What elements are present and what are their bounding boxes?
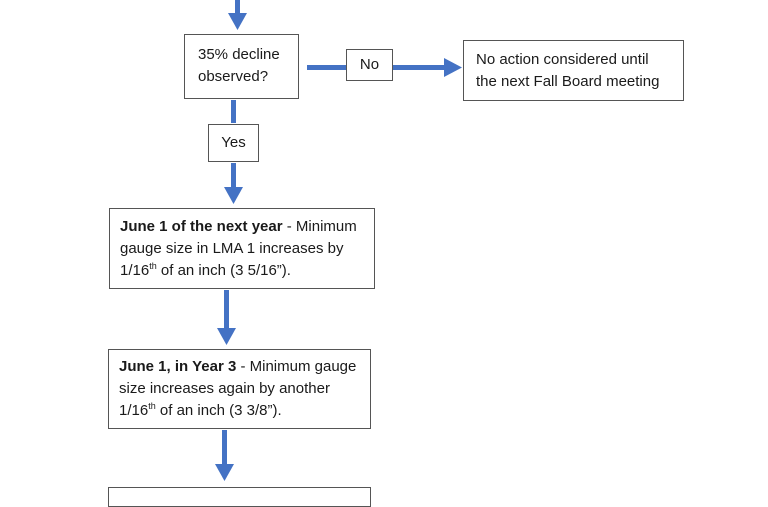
step1-line-3: 1/16th of an inch (3 5/16”). [120, 260, 374, 282]
step1-box: June 1 of the next year - Minimum gauge … [109, 208, 375, 289]
step1-amount: of an inch (3 5/16”). [156, 262, 291, 279]
arrowhead-step2 [217, 328, 236, 345]
step2-date: June 1, in Year 3 [119, 358, 237, 375]
arrow-no-to-outcome [393, 65, 445, 70]
arrowhead-next [215, 464, 234, 481]
step1-date: June 1 of the next year [120, 218, 283, 235]
no-outcome-box: No action considered until the next Fall… [463, 40, 684, 101]
flow-arrows [215, 0, 462, 481]
step2-line-1: June 1, in Year 3 - Minimum gauge [119, 356, 370, 378]
arrow-yes-to-step1 [231, 163, 236, 189]
step1-fraction: 1/16 [120, 262, 150, 279]
next-step-box [108, 487, 371, 507]
no-label: No [359, 56, 380, 73]
arrow-decision-to-no [307, 65, 347, 70]
arrow-step2-to-next [222, 430, 227, 466]
no-outcome-line-1: No action considered until [476, 51, 649, 68]
no-outcome-line-2: the next Fall Board meeting [476, 73, 660, 90]
yes-label-box: Yes [208, 124, 259, 162]
step2-line-3: 1/16th of an inch (3 3/8”). [119, 400, 370, 422]
arrow-into-decision [235, 0, 240, 14]
step2-box: June 1, in Year 3 - Minimum gauge size i… [108, 349, 371, 429]
no-label-box: No [346, 49, 393, 81]
step1-line-1: June 1 of the next year - Minimum [120, 216, 374, 238]
step2-line-2: size increases again by another [119, 380, 330, 397]
step1-line-2: gauge size in LMA 1 increases by [120, 240, 344, 257]
arrowhead-into-decision [228, 13, 247, 30]
decision-line-2: observed? [198, 68, 269, 85]
arrowhead-step1 [224, 187, 243, 204]
step1-sup: th [149, 261, 157, 271]
arrow-decision-to-yes [231, 100, 236, 123]
decision-line-1: 35% decline [198, 46, 280, 63]
step2-sup: th [148, 401, 156, 411]
step2-amount: of an inch (3 3/8”). [155, 402, 282, 419]
arrowhead-no-outcome [444, 58, 462, 77]
step2-text: - Minimum gauge [236, 358, 357, 375]
arrow-step1-to-step2 [224, 290, 229, 330]
step2-fraction: 1/16 [119, 402, 149, 419]
decision-box: 35% decline observed? [184, 34, 299, 99]
yes-label: Yes [221, 134, 246, 151]
step1-text: - Minimum [282, 218, 357, 235]
